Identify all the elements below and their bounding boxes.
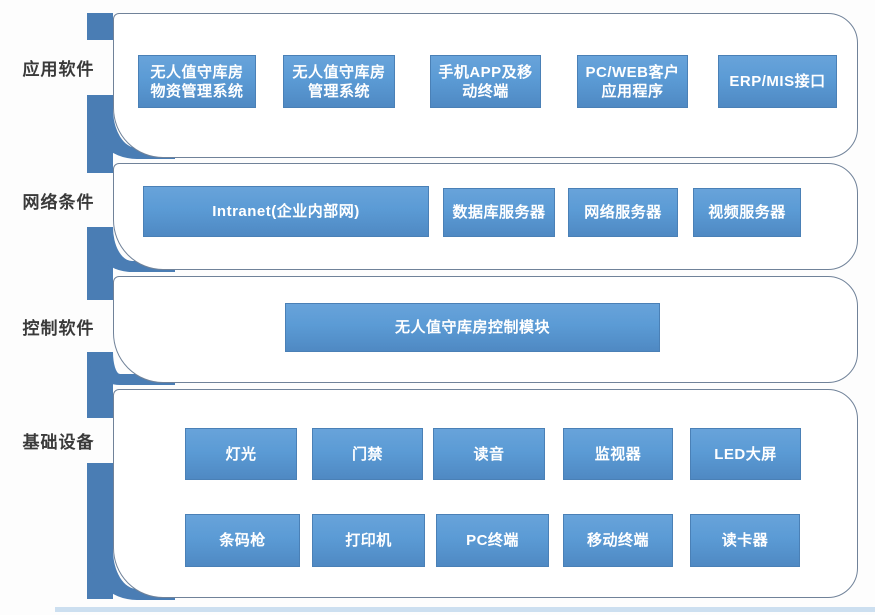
box-access-control: 门禁 [312, 428, 423, 480]
box-audio: 读音 [433, 428, 545, 480]
box-pc-terminal: PC终端 [436, 514, 549, 567]
box-unmanned-warehouse-materials-mgmt-system: 无人值守库房 物资管理系统 [138, 55, 256, 108]
box-video-server: 视频服务器 [693, 188, 801, 237]
box-database-server: 数据库服务器 [443, 188, 555, 237]
box-card-reader: 读卡器 [690, 514, 800, 567]
box-unmanned-warehouse-control-module: 无人值守库房控制模块 [285, 303, 660, 352]
box-erp-mis-interface: ERP/MIS接口 [718, 55, 837, 108]
box-intranet: Intranet(企业内部网) [143, 186, 429, 237]
box-mobile-app-terminal: 手机APP及移 动终端 [430, 55, 541, 108]
box-network-server: 网络服务器 [568, 188, 678, 237]
row-label-basic-equipment: 基础设备 [14, 418, 113, 463]
row-label-application-software: 应用软件 [14, 40, 113, 95]
box-barcode-gun: 条码枪 [185, 514, 300, 567]
box-lighting: 灯光 [185, 428, 297, 480]
band4-corner-curve [87, 462, 175, 600]
box-monitor: 监视器 [563, 428, 673, 480]
box-led-screen: LED大屏 [690, 428, 801, 480]
box-mobile-terminal: 移动终端 [563, 514, 673, 567]
box-pc-web-client-application: PC/WEB客户 应用程序 [577, 55, 688, 108]
box-unmanned-warehouse-mgmt-system: 无人值守库房 管理系统 [283, 55, 395, 108]
bottom-accent-line [55, 607, 875, 612]
row-label-control-software: 控制软件 [14, 300, 113, 352]
row-label-network-conditions: 网络条件 [14, 173, 113, 227]
box-printer: 打印机 [312, 514, 425, 567]
